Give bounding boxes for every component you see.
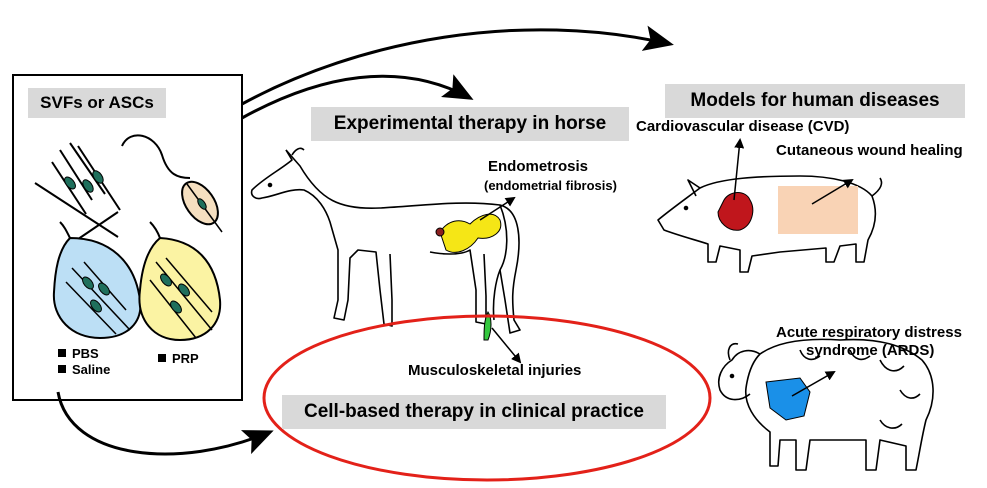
clinical-title: Cell-based therapy in clinical practice (282, 395, 666, 429)
musculoskeletal-label: Musculoskeletal injuries (408, 362, 581, 379)
ards-label-line2: syndrome (ARDS) (806, 342, 934, 359)
endometrosis-detail-label: (endometrial fibrosis) (484, 178, 617, 193)
horse-ovary (436, 228, 444, 236)
wound-healing-label: Cutaneous wound healing (776, 142, 963, 159)
cvd-label: Cardiovascular disease (CVD) (636, 118, 849, 135)
bullet-icon (58, 349, 66, 357)
horse-illustration (252, 148, 520, 333)
bullet-icon (58, 365, 66, 373)
arrow-to-models (242, 30, 670, 104)
arrow-to-clinical (58, 392, 270, 454)
source-box (13, 75, 242, 400)
pig-heart (718, 193, 753, 231)
vehicle-label-prp: PRP (158, 351, 199, 366)
models-title: Models for human diseases (665, 84, 965, 118)
vehicle-label-saline: Saline (58, 362, 110, 377)
ards-label-line1: Acute respiratory distress (776, 324, 962, 341)
source-title: SVFs or ASCs (28, 88, 166, 118)
endometrosis-label: Endometrosis (488, 158, 588, 175)
vehicle-label-pbs: PBS (58, 346, 99, 361)
bullet-icon (158, 354, 166, 362)
pig-skin-patch (778, 186, 858, 234)
horse-title: Experimental therapy in horse (311, 107, 629, 141)
horse-uterus (440, 214, 501, 252)
sheep-lung (766, 378, 810, 420)
